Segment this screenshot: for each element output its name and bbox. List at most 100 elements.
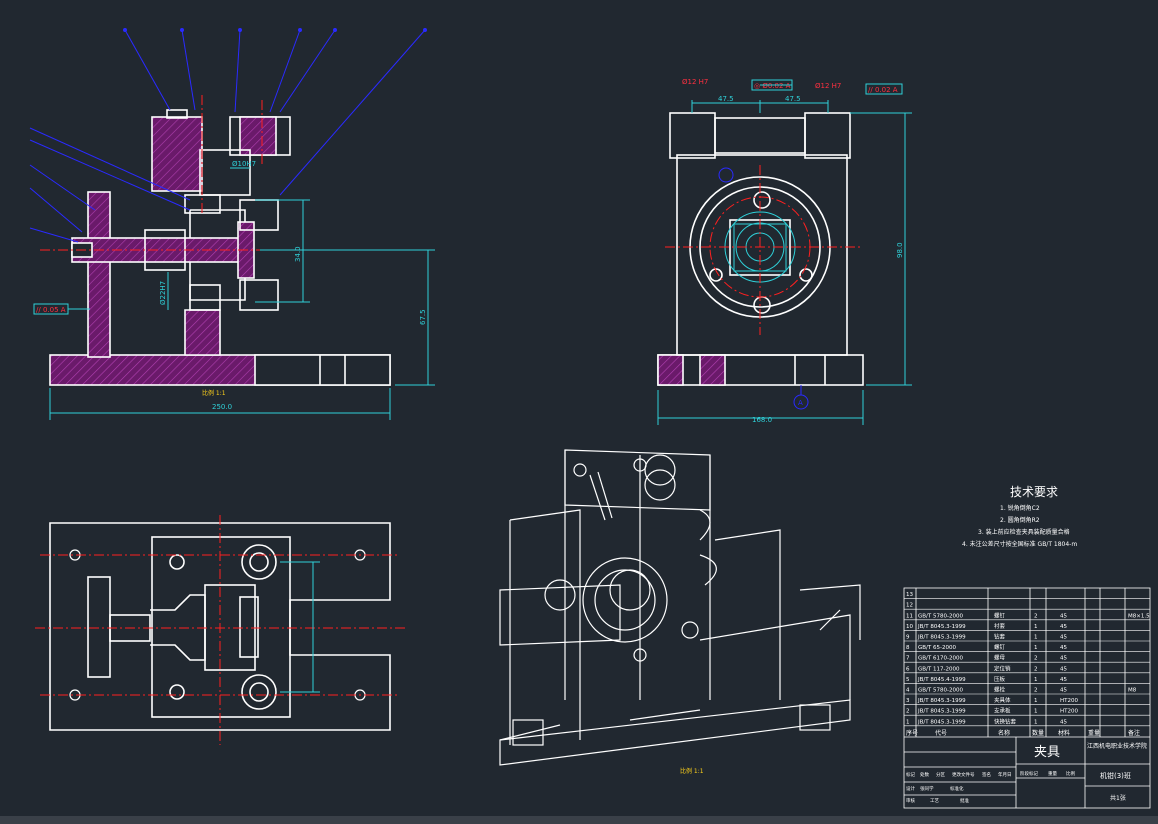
iso-view [499,449,861,766]
part-leaders [29,29,426,243]
parts-cell-code: JB/T 8045.3-1999 [917,624,966,630]
parts-cell-no: 1 [906,719,910,725]
parts-cell-qty: 2 [1034,613,1038,619]
parts-header-mat: 材料 [1058,729,1070,737]
front-view-scale-label: 比例 1:1 [202,389,226,397]
side-view-hole-markers [718,167,734,183]
parts-cell-code: GB/T 117-2000 [918,666,960,672]
tb-label: 更改文件号 [952,771,975,778]
tech-req-item: 4. 未注公差尺寸按全国标准 GB/T 1804-m [962,540,1077,548]
parts-header-weight: 重量 [1088,729,1100,737]
parts-cell-name: 衬套 [994,622,1006,630]
parts-cell-no: 5 [906,677,910,683]
title-block-sheet: 共1张 [1110,794,1126,802]
parts-cell-code: JB/T 8045.3-1999 [917,698,966,704]
front-view-centerlines [40,95,270,251]
tech-req-item: 3. 装上前应检查夹具装配质量合格 [978,528,1070,536]
parts-cell-mat: 45 [1060,635,1067,641]
dim-top-right: 47.5 [785,95,801,103]
side-view-tolerance-frames: ◎ Ø0.02 A // 0.02 A [751,79,903,95]
parts-cell-note: M8 [1128,688,1137,694]
parts-cell-no: 10 [906,624,913,630]
parts-cell-name: 螺钉 [994,643,1006,651]
frame-left-text: ◎ Ø0.02 A [754,82,791,90]
parts-cell-qty: 1 [1034,719,1038,725]
parts-cell-no: 13 [906,592,913,598]
parts-cell-name: 螺母 [994,654,1006,662]
parts-cell-qty: 1 [1034,698,1038,704]
parts-header-name: 名称 [998,729,1010,737]
tb-label: 年月日 [998,771,1012,778]
tech-req-item: 1. 锐角倒角C2 [1000,504,1040,512]
front-view [49,109,391,386]
datum-label: A [798,399,803,407]
dim-width: 168.0 [752,416,772,424]
tech-requirements-title: 技术要求 [1010,485,1058,499]
dim-right-height: 98.0 [896,242,904,258]
bottom-strip [0,816,1158,824]
tb-label: 分区 [936,771,945,778]
top-view-centerlines [35,515,405,745]
parts-cell-no: 3 [906,698,910,704]
iso-view-scale-label: 比例 1:1 [680,767,704,775]
tb-label: 标记 [906,771,915,778]
parts-cell-mat: 45 [1060,613,1067,619]
parts-cell-mat: 45 [1060,719,1067,725]
dim-top-left: 47.5 [718,95,734,103]
title-block-drawing-no: 机钳(3)班 [1100,771,1131,780]
parts-cell-mat: 45 [1060,645,1067,651]
side-view-centerlines [665,165,860,335]
side-view-dim-text: 168.0 47.5 47.5 98.0 [718,95,904,424]
parts-cell-qty: 2 [1034,666,1038,672]
parts-cell-no: 12 [906,603,913,609]
parts-cell-code: GB/T 5780-2000 [918,688,963,694]
parts-header-qty: 数量 [1032,729,1044,737]
parts-cell-code: JB/T 8045.3-1999 [917,709,966,715]
parts-cell-qty: 2 [1034,688,1038,694]
parts-cell-code: JB/T 8045.3-1999 [917,635,966,641]
parts-cell-name: 夹具体 [994,696,1011,704]
hole-label-right: Ø12 H7 [815,82,841,90]
parts-cell-qty: 2 [1034,656,1038,662]
side-view-hole-labels: Ø12 H7 Ø12 H7 [682,78,841,90]
parts-cell-code: GB/T 5780-2000 [918,613,963,619]
side-view-dimensions [657,100,912,425]
dim-height: 67.5 [419,309,427,325]
parts-cell-name: 压板 [994,675,1006,683]
parts-cell-name: 钻套 [994,633,1006,641]
parts-cell-no: 7 [906,656,910,662]
parts-cell-mat: 45 [1060,624,1067,630]
side-view [657,112,864,386]
tb-row4: 审核 [906,797,915,804]
tb-label: 处数 [920,771,929,778]
parts-cell-name: 快换钻套 [994,717,1017,725]
dim-hole: Ø10H7 [232,160,256,168]
parts-cell-qty: 1 [1034,635,1038,641]
parts-cell-qty: 1 [1034,624,1038,630]
tb-row3: 重量 [1048,770,1057,777]
dim-bore: Ø22H7 [159,281,167,305]
top-view [49,522,391,731]
front-view-dimensions [49,167,435,420]
parts-cell-mat: 45 [1060,677,1067,683]
datum-symbol: A [793,385,809,410]
tolerance-frame-text: // 0.05 A [36,306,66,314]
top-view-dimensions [280,561,320,693]
parts-cell-qty: 1 [1034,677,1038,683]
dim-overall-length: 250.0 [212,403,232,411]
tb-row5: 工艺 [930,798,939,804]
tech-requirements: 技术要求 1. 锐角倒角C2 2. 圆角倒角R2 3. 装上前应检查夹具装配质量… [962,485,1077,548]
top-view-slots [69,549,366,701]
parts-header-no: 序号 [906,729,918,737]
dim-spacing: 34.0 [294,246,302,262]
tb-row5: 批准 [960,797,969,804]
parts-cell-mat: HT200 [1060,709,1078,715]
hole-label-left: Ø12 H7 [682,78,708,86]
parts-cell-no: 6 [906,666,910,672]
parts-cell-code: JB/T 8045.3-1999 [917,719,966,725]
parts-cell-code: JB/T 8045.4-1999 [917,677,966,683]
tb-row3: 阶段标记 [1020,770,1038,777]
tech-req-item: 2. 圆角倒角R2 [1000,516,1040,524]
parts-cell-name: 螺钉 [994,611,1006,619]
